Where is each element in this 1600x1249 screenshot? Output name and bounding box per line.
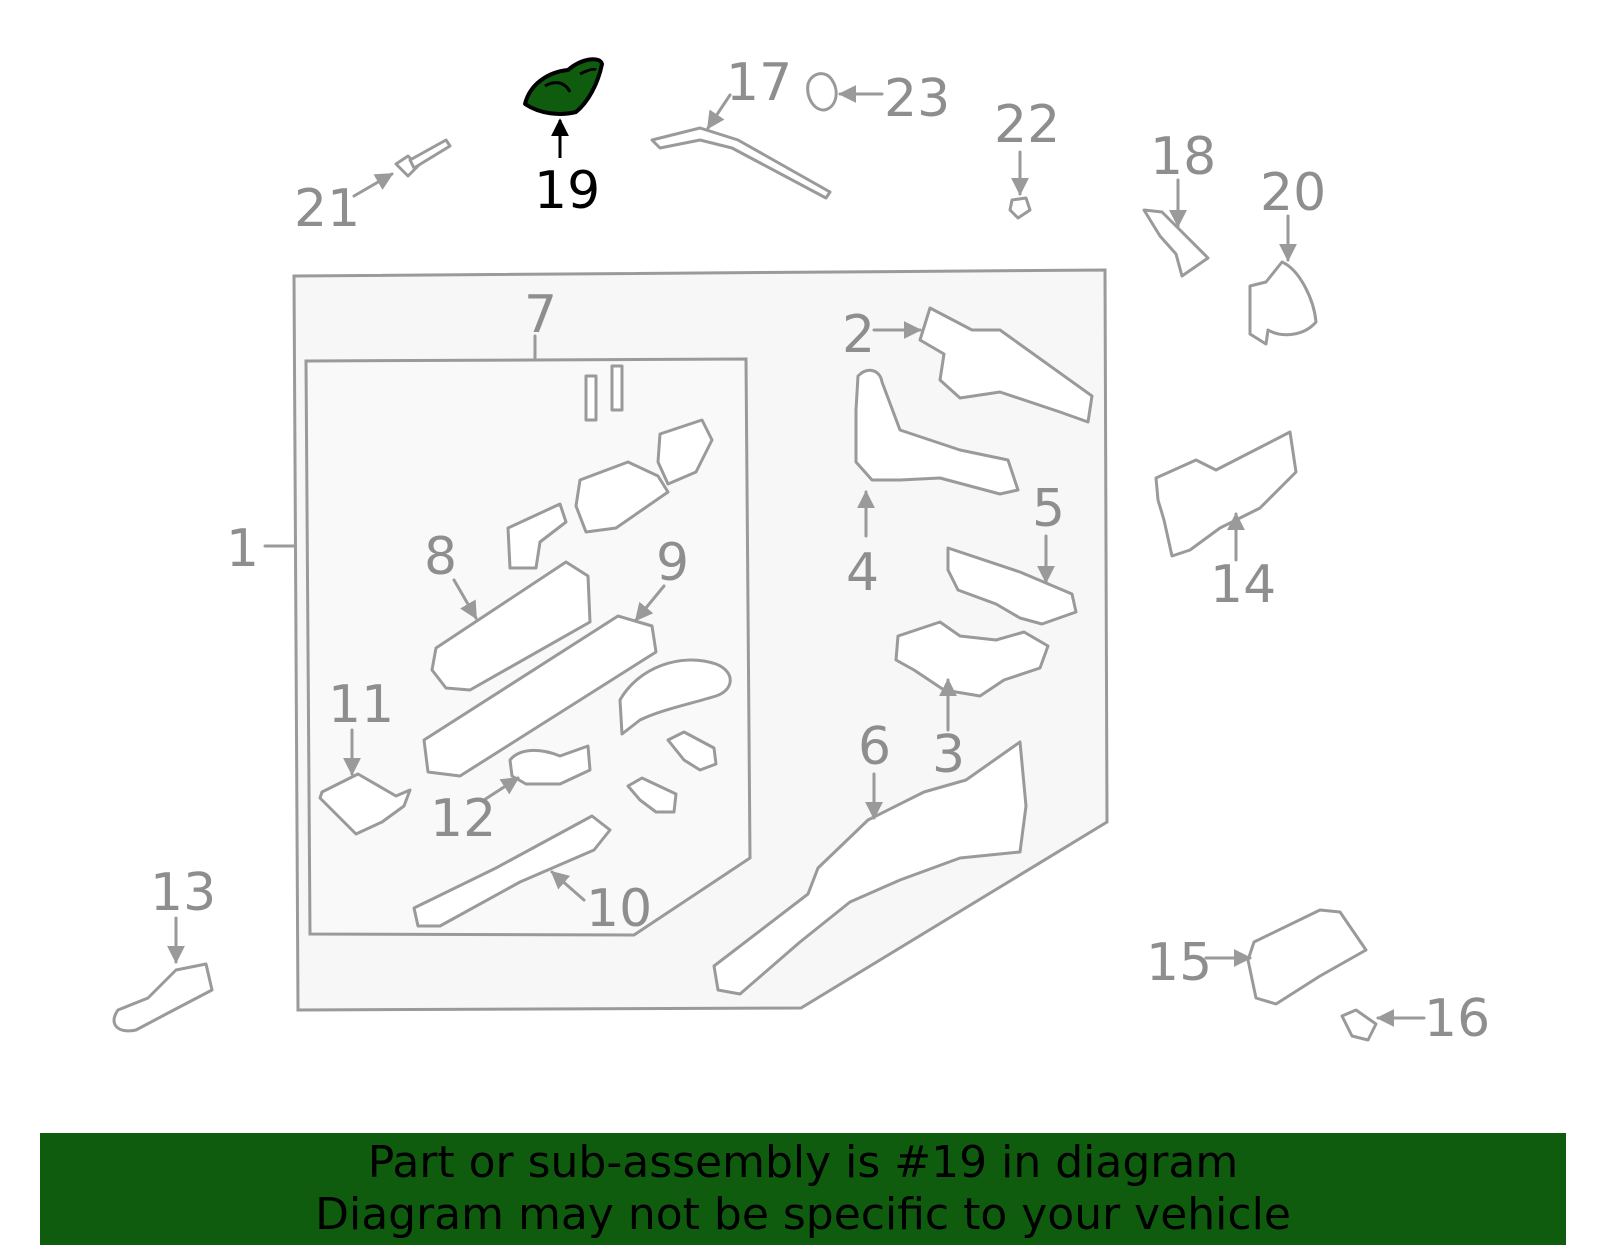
part-21[interactable] (394, 138, 452, 178)
part-6[interactable] (712, 740, 1028, 996)
callout-4: 4 (846, 543, 879, 603)
part-misc-strut-mount[interactable] (618, 658, 732, 814)
part-12[interactable] (508, 744, 592, 786)
callout-12: 12 (430, 789, 496, 849)
part-20[interactable] (1248, 260, 1318, 346)
info-banner: Part or sub-assembly is #19 in diagram D… (40, 1133, 1566, 1245)
callout-6: 6 (858, 717, 891, 777)
callout-22: 22 (994, 95, 1060, 155)
part-11[interactable] (318, 772, 412, 836)
callout-10: 10 (586, 879, 652, 939)
part-17[interactable] (650, 126, 832, 200)
part-14[interactable] (1154, 430, 1298, 558)
callout-16: 16 (1424, 989, 1490, 1049)
callout-23: 23 (884, 69, 950, 129)
banner-line-2: Diagram may not be specific to your vehi… (315, 1189, 1291, 1240)
callout-3: 3 (932, 725, 965, 785)
callout-5: 5 (1032, 479, 1065, 539)
part-22[interactable] (1008, 196, 1032, 220)
callout-9: 9 (656, 533, 689, 593)
callout-15: 15 (1146, 933, 1212, 993)
part-4[interactable] (854, 368, 1020, 496)
callout-14: 14 (1210, 555, 1276, 615)
part-7-bracket[interactable] (506, 364, 714, 570)
part-19[interactable] (523, 57, 604, 116)
part-13[interactable] (112, 962, 214, 1033)
callout-1: 1 (226, 519, 259, 579)
part-8[interactable] (430, 560, 592, 692)
callout-7: 7 (524, 285, 557, 345)
callout-17: 17 (726, 53, 792, 113)
callout-19: 19 (534, 161, 600, 221)
part-2[interactable] (918, 306, 1094, 424)
callout-2: 2 (842, 305, 875, 365)
part-23[interactable] (806, 72, 838, 112)
part-16[interactable] (1340, 1008, 1378, 1042)
banner-line-1: Part or sub-assembly is #19 in diagram (367, 1137, 1239, 1188)
part-15[interactable] (1246, 908, 1368, 1006)
callout-11: 11 (328, 675, 394, 735)
part-9[interactable] (422, 614, 658, 778)
parts-diagram: 1 2 3 4 5 6 7 8 9 10 11 12 13 14 15 16 1… (112, 53, 1490, 1049)
callout-21: 21 (294, 179, 360, 239)
callout-18: 18 (1150, 127, 1216, 187)
callout-13: 13 (150, 863, 216, 923)
callout-20: 20 (1260, 163, 1326, 223)
part-18[interactable] (1142, 208, 1210, 278)
part-10[interactable] (412, 814, 612, 928)
callout-8: 8 (424, 527, 457, 587)
part-3[interactable] (894, 620, 1050, 698)
